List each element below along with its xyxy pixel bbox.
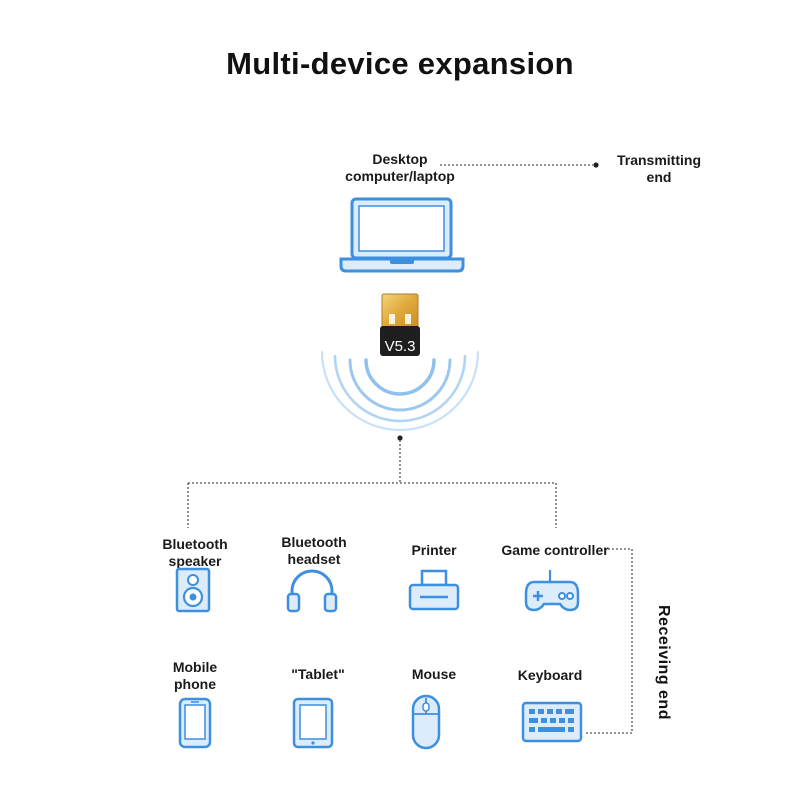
device-label-phone: Mobile phone (172, 659, 218, 692)
mouse-icon (411, 694, 441, 750)
speaker-icon (175, 567, 211, 613)
dongle-version-label: V5.3 (384, 338, 416, 355)
device-label-headset: Bluetooth headset (281, 534, 347, 567)
receiving-end-label: Receiving end (655, 605, 672, 720)
signal-dot (397, 435, 403, 441)
tablet-icon (292, 697, 334, 749)
headphones-icon (286, 569, 338, 613)
device-label-tablet: "Tablet" (291, 666, 345, 682)
signal-waves-icon (320, 350, 480, 432)
device-label-game-controller: Game controller (501, 542, 609, 558)
keyboard-icon (521, 701, 583, 743)
laptop-icon (339, 197, 465, 273)
device-label-speaker: Bluetooth speaker (162, 536, 228, 569)
device-label-printer: Printer (411, 542, 457, 558)
transmit-dot (593, 162, 599, 168)
printer-icon (408, 569, 460, 611)
bluetooth-dongle-icon (380, 293, 420, 356)
phone-icon (178, 697, 212, 749)
device-label-keyboard: Keyboard (517, 667, 583, 683)
device-label-mouse: Mouse (411, 666, 457, 682)
gamepad-icon (524, 570, 580, 612)
page-title: Multi-device expansion (226, 46, 574, 81)
transmitting-end-label: Transmitting end (616, 152, 701, 185)
desktop-label: Desktop computer/laptop (345, 151, 455, 184)
